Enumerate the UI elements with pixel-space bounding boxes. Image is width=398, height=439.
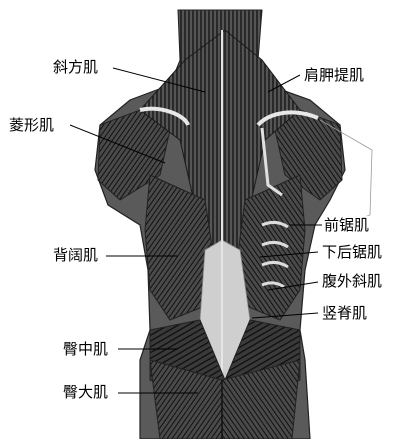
label-serratus-anterior: 前锯肌 <box>323 216 370 234</box>
label-latissimus-dorsi: 背阔肌 <box>52 246 99 264</box>
label-gluteus-maximus: 臀大肌 <box>62 383 109 401</box>
label-rhomboid: 菱形肌 <box>8 116 55 134</box>
label-trapezius: 斜方肌 <box>52 58 99 76</box>
label-erector-spinae: 竖脊肌 <box>321 304 368 322</box>
label-gluteus-medius: 臀中肌 <box>62 340 109 358</box>
label-external-oblique: 腹外斜肌 <box>321 272 383 290</box>
label-levator-scapulae: 肩胛提肌 <box>303 66 365 84</box>
label-serratus-posterior-inferior: 下后锯肌 <box>321 243 383 261</box>
